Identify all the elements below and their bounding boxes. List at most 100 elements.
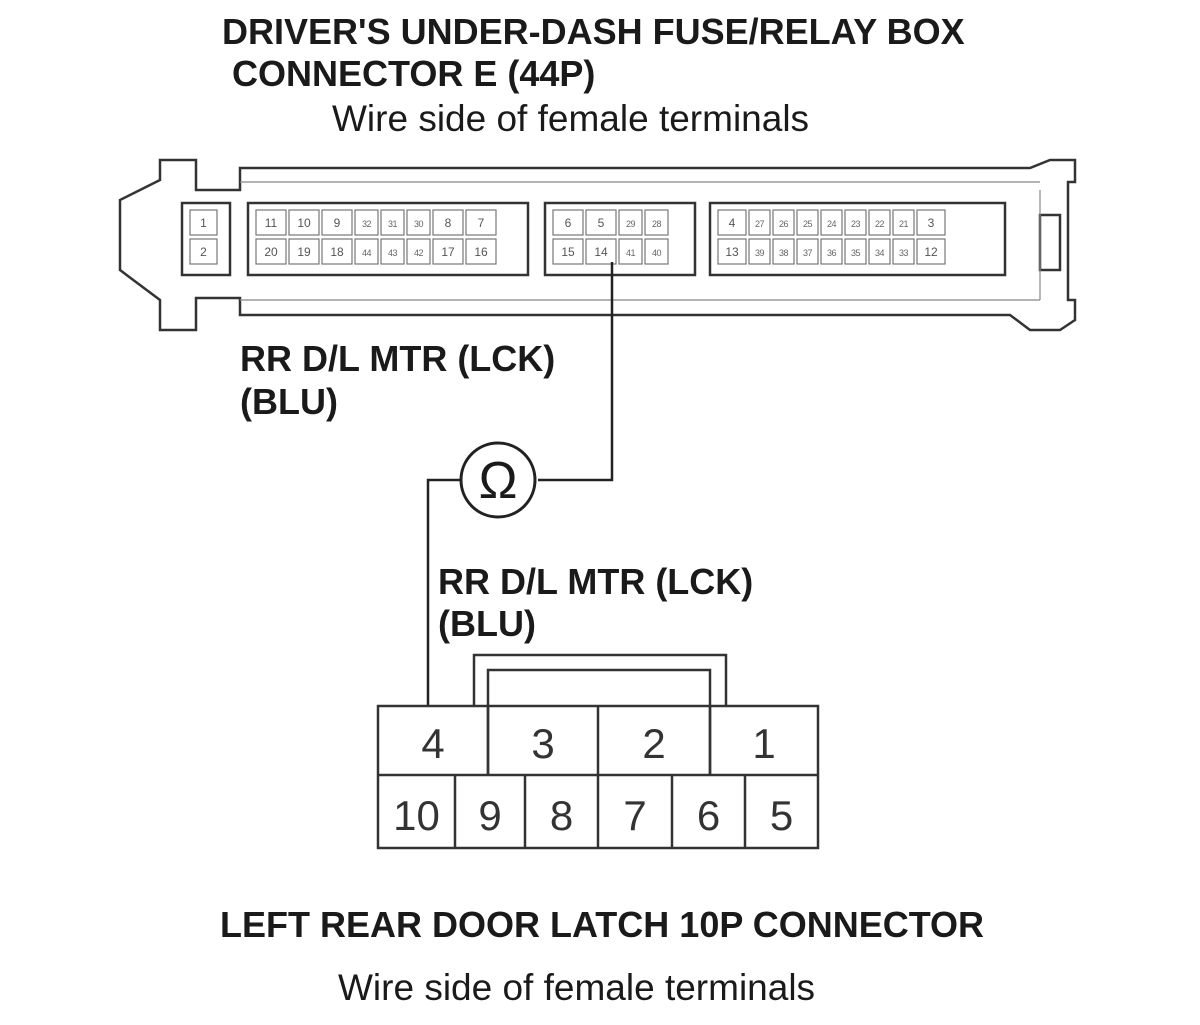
- fuse-box-pin-number: 22: [875, 219, 885, 229]
- fuse-box-pin-number: 33: [899, 248, 909, 258]
- door-latch-pin-number: 4: [421, 720, 444, 767]
- door-latch-pin-number: 6: [697, 792, 720, 839]
- fuse-box-pin-number: 24: [827, 219, 837, 229]
- door-latch-pin-number: 2: [642, 720, 665, 767]
- fuse-box-pin-cell: [820, 238, 843, 265]
- door-latch-pin-number: 7: [623, 792, 646, 839]
- fuse-box-pin-cell: [406, 238, 431, 265]
- fuse-box-pin-cell: [748, 209, 771, 236]
- fuse-box-pin-number: 7: [478, 216, 485, 230]
- fuse-box-pin-number: 27: [755, 219, 765, 229]
- fuse-box-pin-cell: [844, 209, 867, 236]
- fuse-box-pin-number: 16: [474, 245, 488, 259]
- door-latch-pin-number: 3: [531, 720, 554, 767]
- fuse-box-pin-cell: [717, 238, 747, 265]
- fuse-box-pin-number: 41: [626, 248, 636, 258]
- fuse-box-pin-number: 10: [297, 216, 311, 230]
- fuse-box-pin-number: 21: [899, 219, 909, 229]
- fuse-box-pin-cell: [916, 209, 946, 236]
- fuse-box-pin-cell: [321, 209, 353, 236]
- fuse-box-pin-cell: [380, 238, 405, 265]
- door-latch-pin-number: 9: [478, 792, 501, 839]
- wire-pin14-to-meter: [538, 262, 614, 482]
- fuse-box-pin-cell: [354, 209, 379, 236]
- wire-meter-to-pin4: [426, 478, 461, 706]
- fuse-box-pin-cell: [432, 209, 464, 236]
- door-latch-pin-number: 8: [550, 792, 573, 839]
- fuse-box-pin-cell: [552, 209, 584, 236]
- fuse-box-pin-number: 15: [561, 245, 575, 259]
- wire-label-bottom-line1: RR D/L MTR (LCK): [438, 561, 753, 602]
- fuse-box-pin-number: 40: [652, 248, 662, 258]
- fuse-box-pin-cell: [644, 209, 669, 236]
- fuse-box-pin-number: 12: [924, 245, 938, 259]
- door-latch-pin-number: 10: [393, 792, 440, 839]
- fuse-box-pin-number: 35: [851, 248, 861, 258]
- fuse-box-pin-cell: [868, 209, 891, 236]
- fuse-box-pin-number: 17: [441, 245, 455, 259]
- fuse-box-pin-cell: [189, 209, 218, 236]
- ohmmeter: Ω: [459, 441, 537, 519]
- fuse-box-pin-cell: [844, 238, 867, 265]
- fuse-box-pin-number: 36: [827, 248, 837, 258]
- fuse-box-pin-number: 39: [755, 248, 765, 258]
- fuse-box-pin-number: 20: [264, 245, 278, 259]
- fuse-box-pin-number: 6: [565, 216, 572, 230]
- fuse-box-pin-number: 2: [200, 245, 207, 259]
- fuse-box-pin-number: 19: [297, 245, 311, 259]
- fuse-box-pin-number: 34: [875, 248, 885, 258]
- fuse-box-pin-number: 32: [362, 219, 372, 229]
- fuse-box-pin-cell: [432, 238, 464, 265]
- fuse-box-pin-cell: [820, 209, 843, 236]
- fuse-box-pin-cell: [255, 209, 287, 236]
- fuse-box-pin-number: 43: [388, 248, 398, 258]
- fuse-box-pin-cell: [916, 238, 946, 265]
- fuse-box-pin-number: 8: [445, 216, 452, 230]
- fuse-box-pin-cell: [868, 238, 891, 265]
- fuse-box-pin-cell: [465, 238, 497, 265]
- wire-label-bottom-line2: (BLU): [438, 603, 536, 644]
- fuse-box-pin-cell: [772, 209, 795, 236]
- fuse-box-pin-cell: [585, 238, 617, 265]
- fuse-box-pin-number: 37: [803, 248, 813, 258]
- fuse-box-pin-number: 42: [414, 248, 424, 258]
- fuse-box-pin-cell: [892, 209, 915, 236]
- fuse-box-pin-number: 38: [779, 248, 789, 258]
- fuse-box-pin-cell: [717, 209, 747, 236]
- fuse-box-pin-cell: [796, 238, 819, 265]
- fuse-box-pin-cell: [772, 238, 795, 265]
- fuse-box-pin-cell: [465, 209, 497, 236]
- fuse-box-pin-cell: [618, 238, 643, 265]
- bottom-connector-title: LEFT REAR DOOR LATCH 10P CONNECTOR: [220, 904, 984, 945]
- fuse-box-pin-number: 29: [626, 219, 636, 229]
- door-latch-pin-number: 5: [770, 792, 793, 839]
- fuse-box-pin-number: 14: [594, 245, 608, 259]
- fuse-box-pin-cell: [189, 238, 218, 265]
- fuse-box-pin-cell: [748, 238, 771, 265]
- fuse-box-pin-number: 1: [200, 216, 207, 230]
- fuse-box-pin-number: 30: [414, 219, 424, 229]
- door-latch-10p-connector: 4 3 2 1 10 9 8 7 6 5: [376, 653, 820, 850]
- fuse-box-pin-cell: [288, 238, 320, 265]
- wire-label-top-line2: (BLU): [240, 381, 338, 422]
- fuse-box-pin-number: 18: [330, 245, 344, 259]
- fuse-box-pin-number: 44: [362, 248, 372, 258]
- door-latch-terminals: 4 3 2 1 10 9 8 7 6 5: [393, 706, 793, 848]
- fuse-box-pin-cell: [406, 209, 431, 236]
- fuse-box-pin-cell: [288, 209, 320, 236]
- fuse-box-pin-number: 4: [729, 216, 736, 230]
- fuse-box-pin-cell: [644, 238, 669, 265]
- fuse-box-pin-number: 3: [928, 216, 935, 230]
- fuse-box-pin-number: 13: [725, 245, 739, 259]
- top-connector-title-line2: CONNECTOR E (44P): [232, 53, 595, 94]
- fuse-box-pin-cell: [321, 238, 353, 265]
- bottom-connector-subtitle: Wire side of female terminals: [338, 967, 815, 1008]
- door-latch-pin-number: 1: [752, 720, 775, 767]
- top-connector-subtitle: Wire side of female terminals: [332, 98, 809, 139]
- fuse-box-pin-number: 5: [598, 216, 605, 230]
- fuse-box-pin-number: 31: [388, 219, 398, 229]
- fuse-box-pin-number: 26: [779, 219, 789, 229]
